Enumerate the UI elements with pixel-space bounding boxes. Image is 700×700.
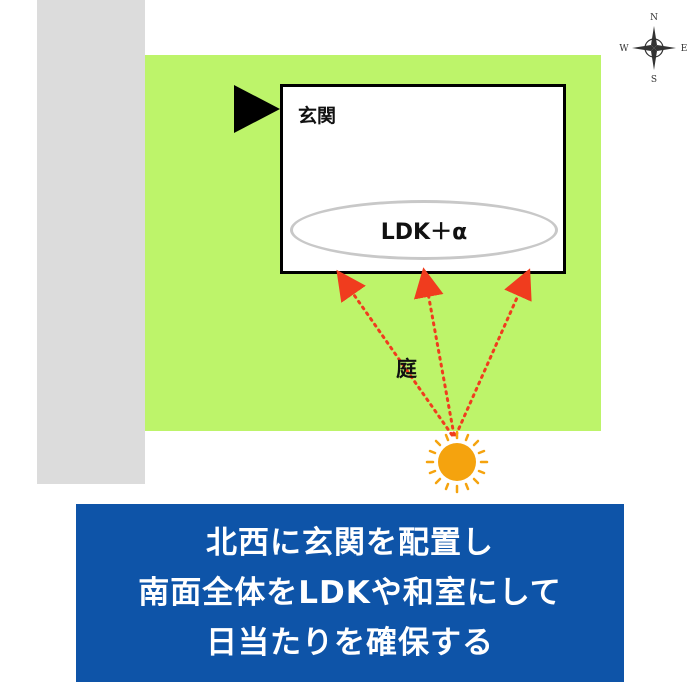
caption-line-3: 日当たりを確保する bbox=[206, 625, 494, 661]
compass-east-label: E bbox=[681, 44, 688, 54]
sun-ray-arrow-center bbox=[413, 267, 456, 437]
compass-north-label: N bbox=[650, 13, 658, 23]
caption-line-2: 南面全体をLDKや和室にして bbox=[138, 575, 562, 611]
sun-ray-arrow-right bbox=[454, 268, 532, 437]
ldk-ellipse bbox=[290, 200, 558, 260]
caption-box: 北西に玄関を配置し 南面全体をLDKや和室にして 日当たりを確保する bbox=[76, 504, 624, 682]
compass-south-label: S bbox=[651, 75, 657, 85]
compass-west-label: W bbox=[619, 44, 629, 54]
compass-rose-icon: N S W E bbox=[619, 13, 688, 85]
ldk-label: LDK＋α bbox=[380, 220, 468, 245]
sun-icon bbox=[425, 430, 489, 494]
road-strip bbox=[37, 0, 145, 484]
sun-ray-arrow-left bbox=[336, 269, 454, 437]
entrance-label: 玄関 bbox=[298, 105, 337, 127]
garden-label: 庭 bbox=[396, 357, 417, 381]
entrance-arrow-icon bbox=[234, 85, 280, 133]
caption-line-1: 北西に玄関を配置し bbox=[206, 525, 494, 561]
